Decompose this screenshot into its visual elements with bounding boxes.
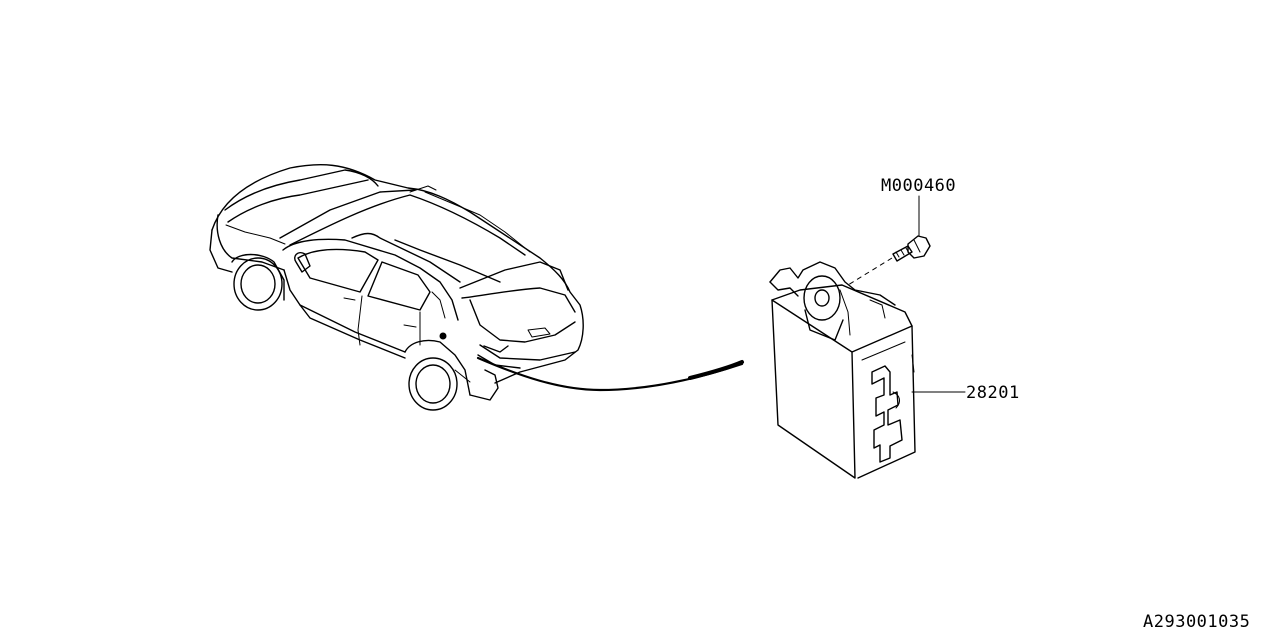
- control-module-part: [769, 261, 916, 479]
- bolt-part-number: M000460: [881, 176, 956, 196]
- module-part-number: 28201: [966, 383, 1020, 403]
- vehicle-illustration: [209, 164, 584, 411]
- bolt-part: [847, 235, 931, 286]
- diagram-code: A293001035: [1143, 612, 1250, 632]
